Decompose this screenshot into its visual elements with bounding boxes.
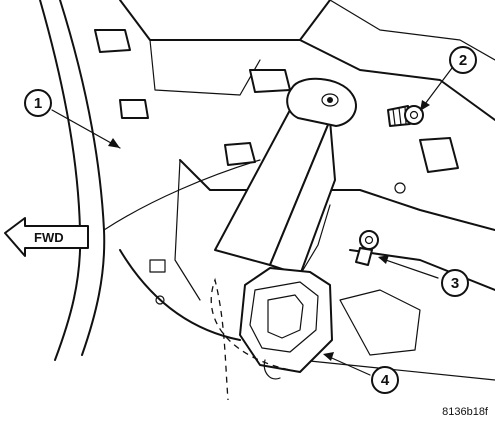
retractor-bolt-recess: [364, 235, 374, 245]
leader-2-head: [420, 100, 430, 111]
dashed-wire: [210, 277, 301, 401]
leader-3-head: [378, 255, 389, 264]
retractor-bolt-head: [359, 230, 379, 250]
callout-2-label: 2: [459, 52, 467, 69]
clip-5: [419, 137, 459, 173]
belt-retractor: [239, 267, 333, 380]
anchor-bolt: [387, 105, 424, 127]
leader-4-head: [323, 352, 334, 361]
clip-2: [119, 99, 149, 119]
seat-belt-webbing: [214, 109, 336, 276]
clip-4: [249, 69, 291, 93]
callout-4-label: 4: [381, 372, 390, 389]
round-hole: [155, 295, 165, 305]
anchor-plate: [286, 77, 357, 127]
upper-anchor: [286, 77, 357, 127]
leader-4: [324, 354, 371, 376]
trim-clips: [94, 29, 459, 173]
retractor-body: [239, 267, 333, 373]
leader-1-head: [108, 138, 120, 148]
roof-rail-inner: [329, 0, 495, 61]
upper-recess: [149, 39, 261, 96]
anchor-hole: [321, 93, 339, 107]
clip-1: [94, 29, 131, 53]
belt-strap-fold: [299, 204, 331, 276]
callout-4: 4: [371, 366, 399, 394]
figure-id: 8136b18f: [442, 406, 489, 418]
upper-trim-outline: [119, 0, 331, 41]
pillar-inner-edge: [59, 0, 106, 356]
mount-hole: [394, 182, 406, 194]
callout-1: 1: [24, 89, 52, 117]
floor-recess: [339, 289, 421, 356]
callout-1-circle: [24, 89, 52, 117]
callout-1-label: 1: [34, 95, 42, 112]
callout-3: 3: [441, 269, 469, 297]
callout-2-circle: [449, 46, 477, 74]
callout-2: 2: [449, 46, 477, 74]
retractor-bolt: [355, 230, 379, 266]
bolt-head-recess: [409, 110, 419, 120]
fwd-arrow-shape: [4, 217, 89, 257]
retractor-spool: [267, 294, 304, 339]
leader-2: [421, 67, 453, 109]
callout-4-circle: [371, 366, 399, 394]
callout-3-label: 3: [451, 275, 459, 292]
retractor-bolt-shank: [355, 247, 373, 266]
square-hole: [149, 259, 166, 273]
bolt-head: [404, 105, 424, 125]
pillar-outer-edge: [39, 0, 82, 361]
leader-3: [379, 257, 439, 279]
leader-1: [51, 109, 121, 149]
trim-panel-edge: [174, 159, 201, 301]
lower-panel-curve: [119, 249, 241, 341]
callout-3-circle: [441, 269, 469, 297]
shelf-edge: [179, 159, 495, 231]
fwd-label: FWD: [34, 230, 64, 245]
fwd-arrow: FWD: [4, 217, 89, 257]
clip-3: [224, 142, 256, 166]
leader-lines: [51, 67, 453, 376]
anchor-hole-center: [327, 97, 333, 103]
trim-edge: [103, 159, 261, 231]
lower-shelf: [349, 249, 495, 291]
floor-line: [299, 359, 495, 381]
retractor-inner: [249, 281, 319, 353]
roof-rail: [299, 39, 495, 121]
